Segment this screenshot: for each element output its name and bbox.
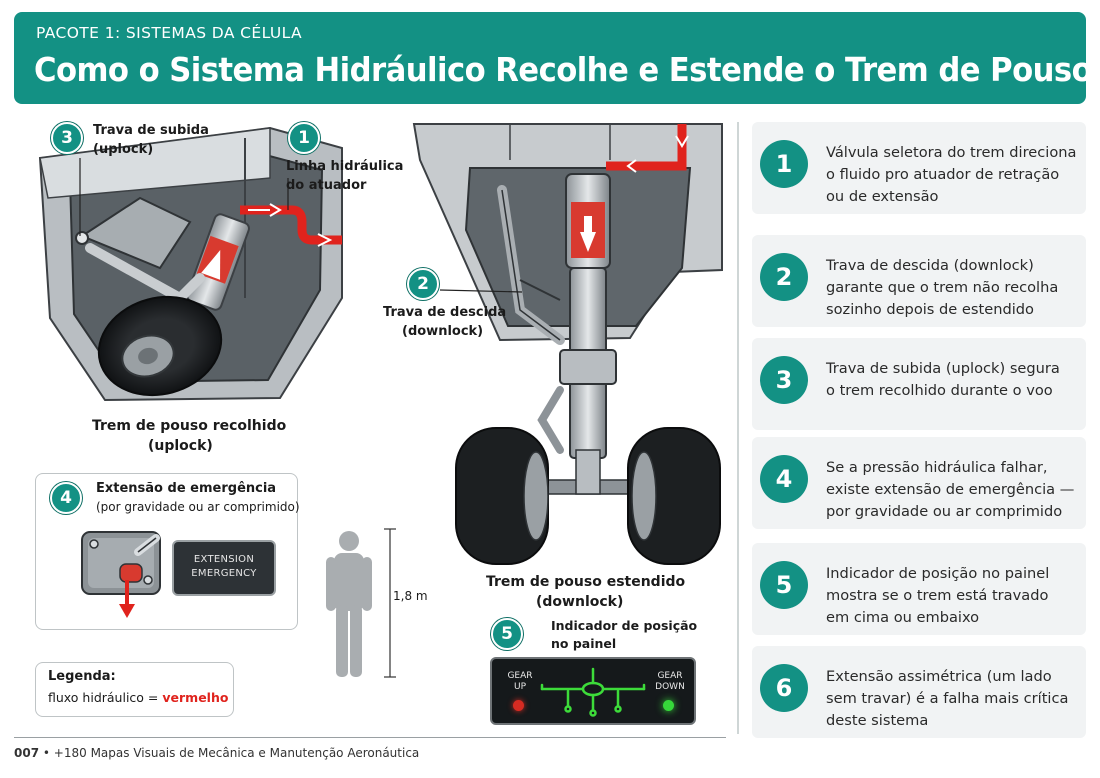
- indicator-label-line1: Indicador de posição: [551, 618, 698, 633]
- step-card-1: 1 Válvula seletora do trem direciona o f…: [752, 122, 1086, 214]
- badge-2-downlock: 2: [407, 268, 439, 300]
- legend-text: fluxo hidráulico = vermelho: [48, 690, 229, 705]
- retracted-gear-illustration: [38, 126, 343, 402]
- retracted-caption-line1: Trem de pouso recolhido: [92, 418, 287, 434]
- step-badge: 3: [760, 356, 808, 404]
- airplane-icon: [540, 667, 646, 717]
- step-card-4: 4 Se a pressão hidráulica falhar, existe…: [752, 437, 1086, 529]
- step-card-2: 2 Trava de descida (downlock) garante qu…: [752, 235, 1086, 327]
- emergency-subtitle: (por gravidade ou ar comprimido): [96, 500, 300, 514]
- gear-up-light: [513, 700, 524, 711]
- legend-highlight: vermelho: [162, 690, 229, 705]
- step-card-3: 3 Trava de subida (uplock) segura o trem…: [752, 338, 1086, 430]
- step-text: Extensão assimétrica (um lado sem travar…: [826, 668, 1069, 729]
- extension-emergency-button[interactable]: EXTENSION EMERGENCY: [172, 540, 276, 596]
- line-label-line2: do atuador: [286, 178, 367, 193]
- downlock-label-line1: Trava de descida: [383, 305, 507, 320]
- indicator-label-line2: no painel: [551, 636, 617, 651]
- gear-down-label: GEAR DOWN: [655, 671, 685, 692]
- extended-caption-line1: Trem de pouso estendido: [486, 574, 686, 590]
- step-badge: 1: [760, 140, 808, 188]
- footer-bullet: •: [42, 746, 54, 760]
- step-text: Trava de descida (downlock) garante que …: [826, 257, 1059, 318]
- badge-4-emergency: 4: [50, 482, 82, 514]
- step-badge: 5: [760, 561, 808, 609]
- footer-page-number: 007: [14, 746, 40, 760]
- uplock-label-line1: Trava de subida: [93, 123, 209, 138]
- emergency-title: Extensão de emergência: [96, 481, 277, 496]
- footer: 007 • +180 Mapas Visuais de Mecânica e M…: [14, 746, 419, 760]
- page-title: Como o Sistema Hidráulico Recolhe e Este…: [34, 50, 1093, 89]
- badge-3-uplock: 3: [51, 122, 83, 154]
- gear-down-light: [663, 700, 674, 711]
- header-banner: PACOTE 1: SISTEMAS DA CÉLULA Como o Sist…: [14, 12, 1093, 104]
- step-card-6: 6 Extensão assimétrica (um lado sem trav…: [752, 646, 1086, 738]
- legend-box: Legenda: fluxo hidráulico = vermelho: [35, 662, 234, 717]
- downlock-label-line2: (downlock): [402, 324, 484, 339]
- person-height-label: 1,8 m: [393, 589, 428, 603]
- person-silhouette-icon: [326, 528, 396, 678]
- footer-text: +180 Mapas Visuais de Mecânica e Manuten…: [53, 746, 420, 760]
- uplock-label-line2: (uplock): [93, 142, 154, 157]
- gear-up-label: GEAR UP: [507, 671, 533, 692]
- emergency-handle-icon: [81, 531, 161, 618]
- badge-5-indicator: 5: [491, 618, 523, 650]
- step-text: Indicador de posição no painel mostra se…: [826, 565, 1050, 626]
- badge-1-line: 1: [288, 122, 320, 154]
- step-text: Se a pressão hidráulica falhar, existe e…: [826, 459, 1075, 520]
- step-text: Válvula seletora do trem direciona o flu…: [826, 144, 1077, 205]
- footer-divider: [14, 737, 726, 738]
- step-text: Trava de subida (uplock) segura o trem r…: [826, 360, 1060, 399]
- retracted-caption-line2: (uplock): [148, 438, 213, 454]
- column-divider: [737, 122, 739, 734]
- extended-caption-line2: (downlock): [536, 594, 624, 610]
- line-label-line1: Linha hidráulica: [286, 159, 404, 174]
- legend-title: Legenda:: [48, 669, 116, 684]
- step-card-5: 5 Indicador de posição no painel mostra …: [752, 543, 1086, 635]
- extended-gear-illustration: [412, 123, 723, 565]
- gear-indicator-panel: GEAR UP GEAR DOWN: [490, 657, 696, 725]
- step-badge: 4: [760, 455, 808, 503]
- step-badge: 2: [760, 253, 808, 301]
- step-badge: 6: [760, 664, 808, 712]
- header-kicker: PACOTE 1: SISTEMAS DA CÉLULA: [36, 24, 302, 42]
